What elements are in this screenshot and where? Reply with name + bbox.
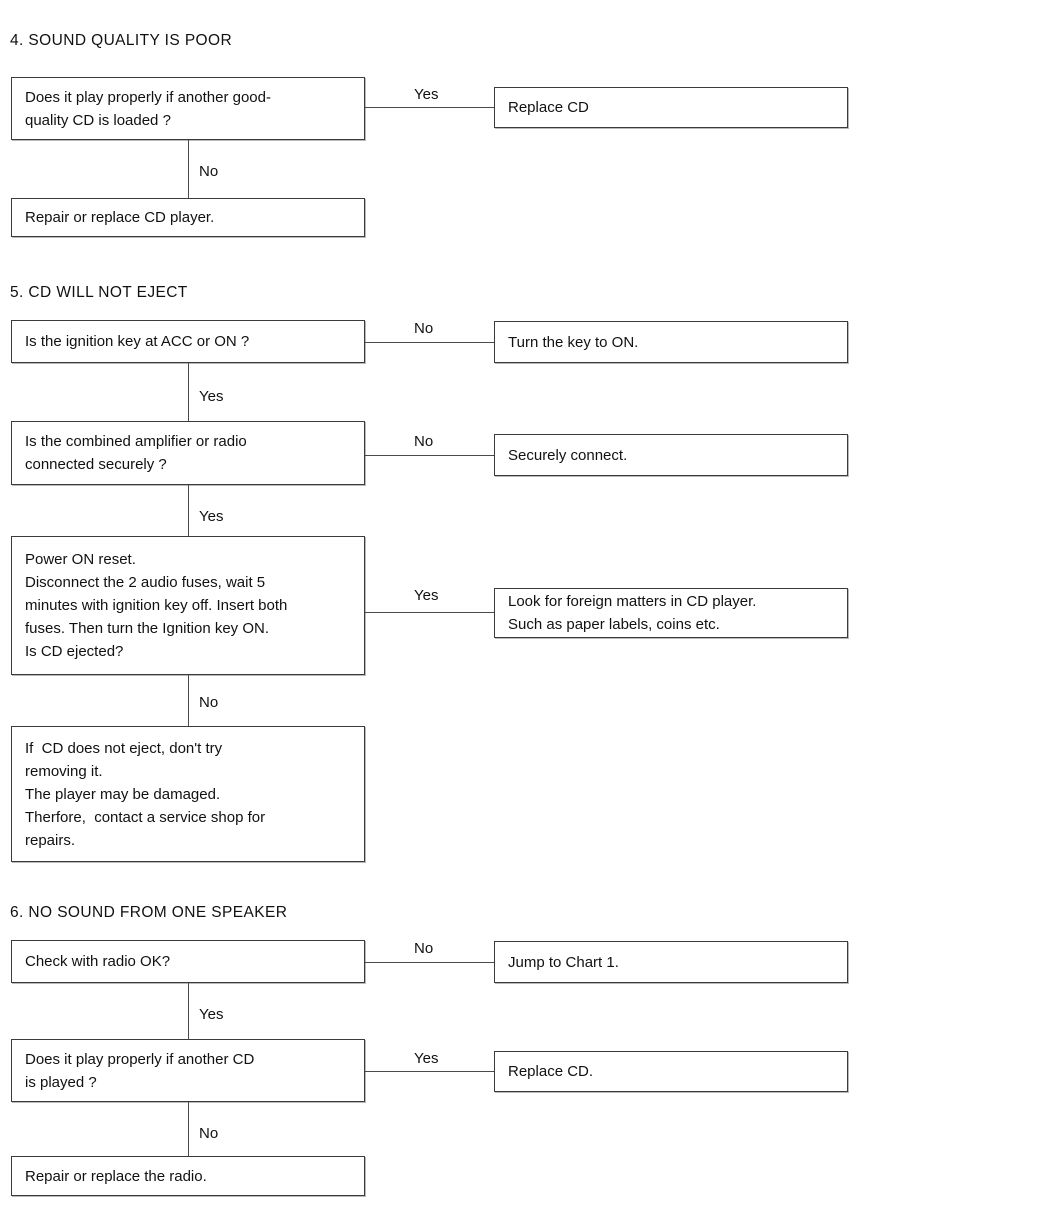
- connector-s6-yes-2: [365, 1071, 494, 1073]
- box-s6-answer-no-2: Repair or replace the radio.: [11, 1156, 365, 1196]
- box-s5-question-3: Power ON reset. Disconnect the 2 audio f…: [11, 536, 365, 675]
- box-s5-answer-yes-3: Look for foreign matters in CD player. S…: [494, 588, 848, 638]
- branch-label-s4-yes-1: Yes: [414, 86, 439, 103]
- branch-label-s5-no-1: No: [414, 320, 434, 337]
- box-s5-answer-no-2: Securely connect.: [494, 434, 848, 476]
- box-line: Check with radio OK?: [25, 953, 171, 970]
- box-line: minutes with ignition key off. Insert bo…: [25, 597, 288, 614]
- box-s5-question-1: Is the ignition key at ACC or ON ?: [11, 320, 365, 363]
- section-heading-5: 5. CD WILL NOT EJECT: [10, 284, 188, 301]
- box-line: Therfore, contact a service shop for: [25, 808, 266, 826]
- box-s4-answer-yes-1: Replace CD: [494, 87, 848, 128]
- connector-s6-yes-1: [188, 983, 190, 1039]
- box-line: Power ON reset.: [25, 551, 136, 568]
- box-line: Look for foreign matters in CD player.: [508, 593, 757, 610]
- connector-s4-yes-1: [365, 107, 494, 109]
- branch-label-s6-no-1: No: [414, 940, 434, 957]
- box-line: Repair or replace CD player.: [25, 209, 215, 226]
- box-line: is played ?: [25, 1073, 97, 1091]
- branch-label-s4-no-1: No: [199, 163, 219, 180]
- box-line: quality CD is loaded ?: [25, 111, 171, 129]
- box-line: Repair or replace the radio.: [25, 1167, 207, 1185]
- box-s6-answer-yes-2: Replace CD.: [494, 1051, 848, 1092]
- box-line: repairs.: [25, 831, 76, 849]
- box-line: Does it play properly if another CD: [25, 1050, 255, 1068]
- box-s5-answer-no-3: If CD does not eject, don't try removing…: [11, 726, 365, 862]
- box-line: fuses. Then turn the Ignition key ON.: [25, 620, 270, 637]
- box-s4-answer-no-1: Repair or replace CD player.: [11, 198, 365, 237]
- box-s6-question-1: Check with radio OK?: [11, 940, 365, 983]
- section-heading-4: 4. SOUND QUALITY IS POOR: [10, 32, 233, 49]
- box-line: Is CD ejected?: [25, 643, 124, 660]
- box-line: The player may be damaged.: [25, 785, 221, 803]
- box-line: Disconnect the 2 audio fuses, wait 5: [25, 574, 266, 591]
- box-line: connected securely ?: [25, 456, 167, 473]
- box-line: Turn the key to ON.: [508, 333, 639, 351]
- box-s5-question-2: Is the combined amplifier or radio conne…: [11, 421, 365, 485]
- box-s6-answer-no-1: Jump to Chart 1.: [494, 941, 848, 983]
- box-s4-question-1: Does it play properly if another good- q…: [11, 77, 365, 140]
- connector-s4-no-1: [188, 140, 190, 199]
- box-line: Replace CD.: [508, 1063, 594, 1080]
- section-heading-6: 6. NO SOUND FROM ONE SPEAKER: [10, 904, 288, 921]
- box-line: Is the ignition key at ACC or ON ?: [25, 333, 250, 350]
- box-line: Replace CD: [508, 99, 589, 116]
- branch-label-s5-yes-3: Yes: [414, 587, 439, 604]
- connector-s5-yes-1: [188, 363, 190, 421]
- connector-s6-no-2: [188, 1102, 190, 1156]
- box-line: If CD does not eject, don't try: [25, 739, 223, 757]
- box-line: Jump to Chart 1.: [508, 953, 619, 971]
- box-s6-question-2: Does it play properly if another CD is p…: [11, 1039, 365, 1102]
- box-line: Does it play properly if another good-: [25, 88, 271, 106]
- box-s5-answer-no-1: Turn the key to ON.: [494, 321, 848, 363]
- branch-label-s5-no-2: No: [414, 433, 434, 450]
- connector-s6-no-1: [365, 962, 494, 964]
- box-line: removing it.: [25, 762, 103, 780]
- box-line: Is the combined amplifier or radio: [25, 433, 247, 450]
- connector-s5-yes-3: [365, 612, 494, 614]
- branch-label-s5-yes-2: Yes: [199, 508, 224, 525]
- box-line: Such as paper labels, coins etc.: [508, 616, 720, 633]
- branch-label-s5-yes-1: Yes: [199, 388, 224, 405]
- box-line: Securely connect.: [508, 446, 628, 464]
- branch-label-s5-no-3: No: [199, 694, 219, 711]
- branch-label-s6-yes-1: Yes: [199, 1006, 224, 1023]
- branch-label-s6-no-2: No: [199, 1125, 219, 1142]
- connector-s5-no-1: [365, 342, 494, 344]
- connector-s5-yes-2: [188, 485, 190, 536]
- connector-s5-no-2: [365, 455, 494, 457]
- connector-s5-no-3: [188, 675, 190, 726]
- branch-label-s6-yes-2: Yes: [414, 1050, 439, 1067]
